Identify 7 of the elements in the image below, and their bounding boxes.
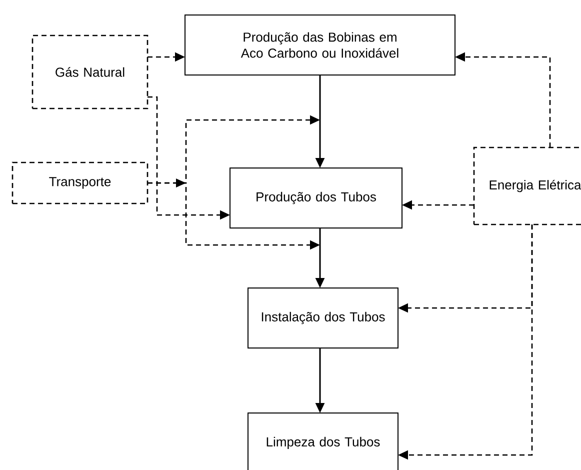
dashed-box: Transporte (12, 162, 148, 204)
dashed-box: Energia Elétrica (473, 146, 581, 226)
process-box: Instalação dos Tubos (248, 287, 398, 348)
process-box: Produção dos Tubos (230, 167, 402, 228)
process-box: Limpeza dos Tubos (248, 412, 398, 470)
dashed-box: Gás Natural (32, 34, 148, 110)
process-box: Produção das Bobinas em Aco Carbono ou Inoxidável (184, 14, 456, 76)
